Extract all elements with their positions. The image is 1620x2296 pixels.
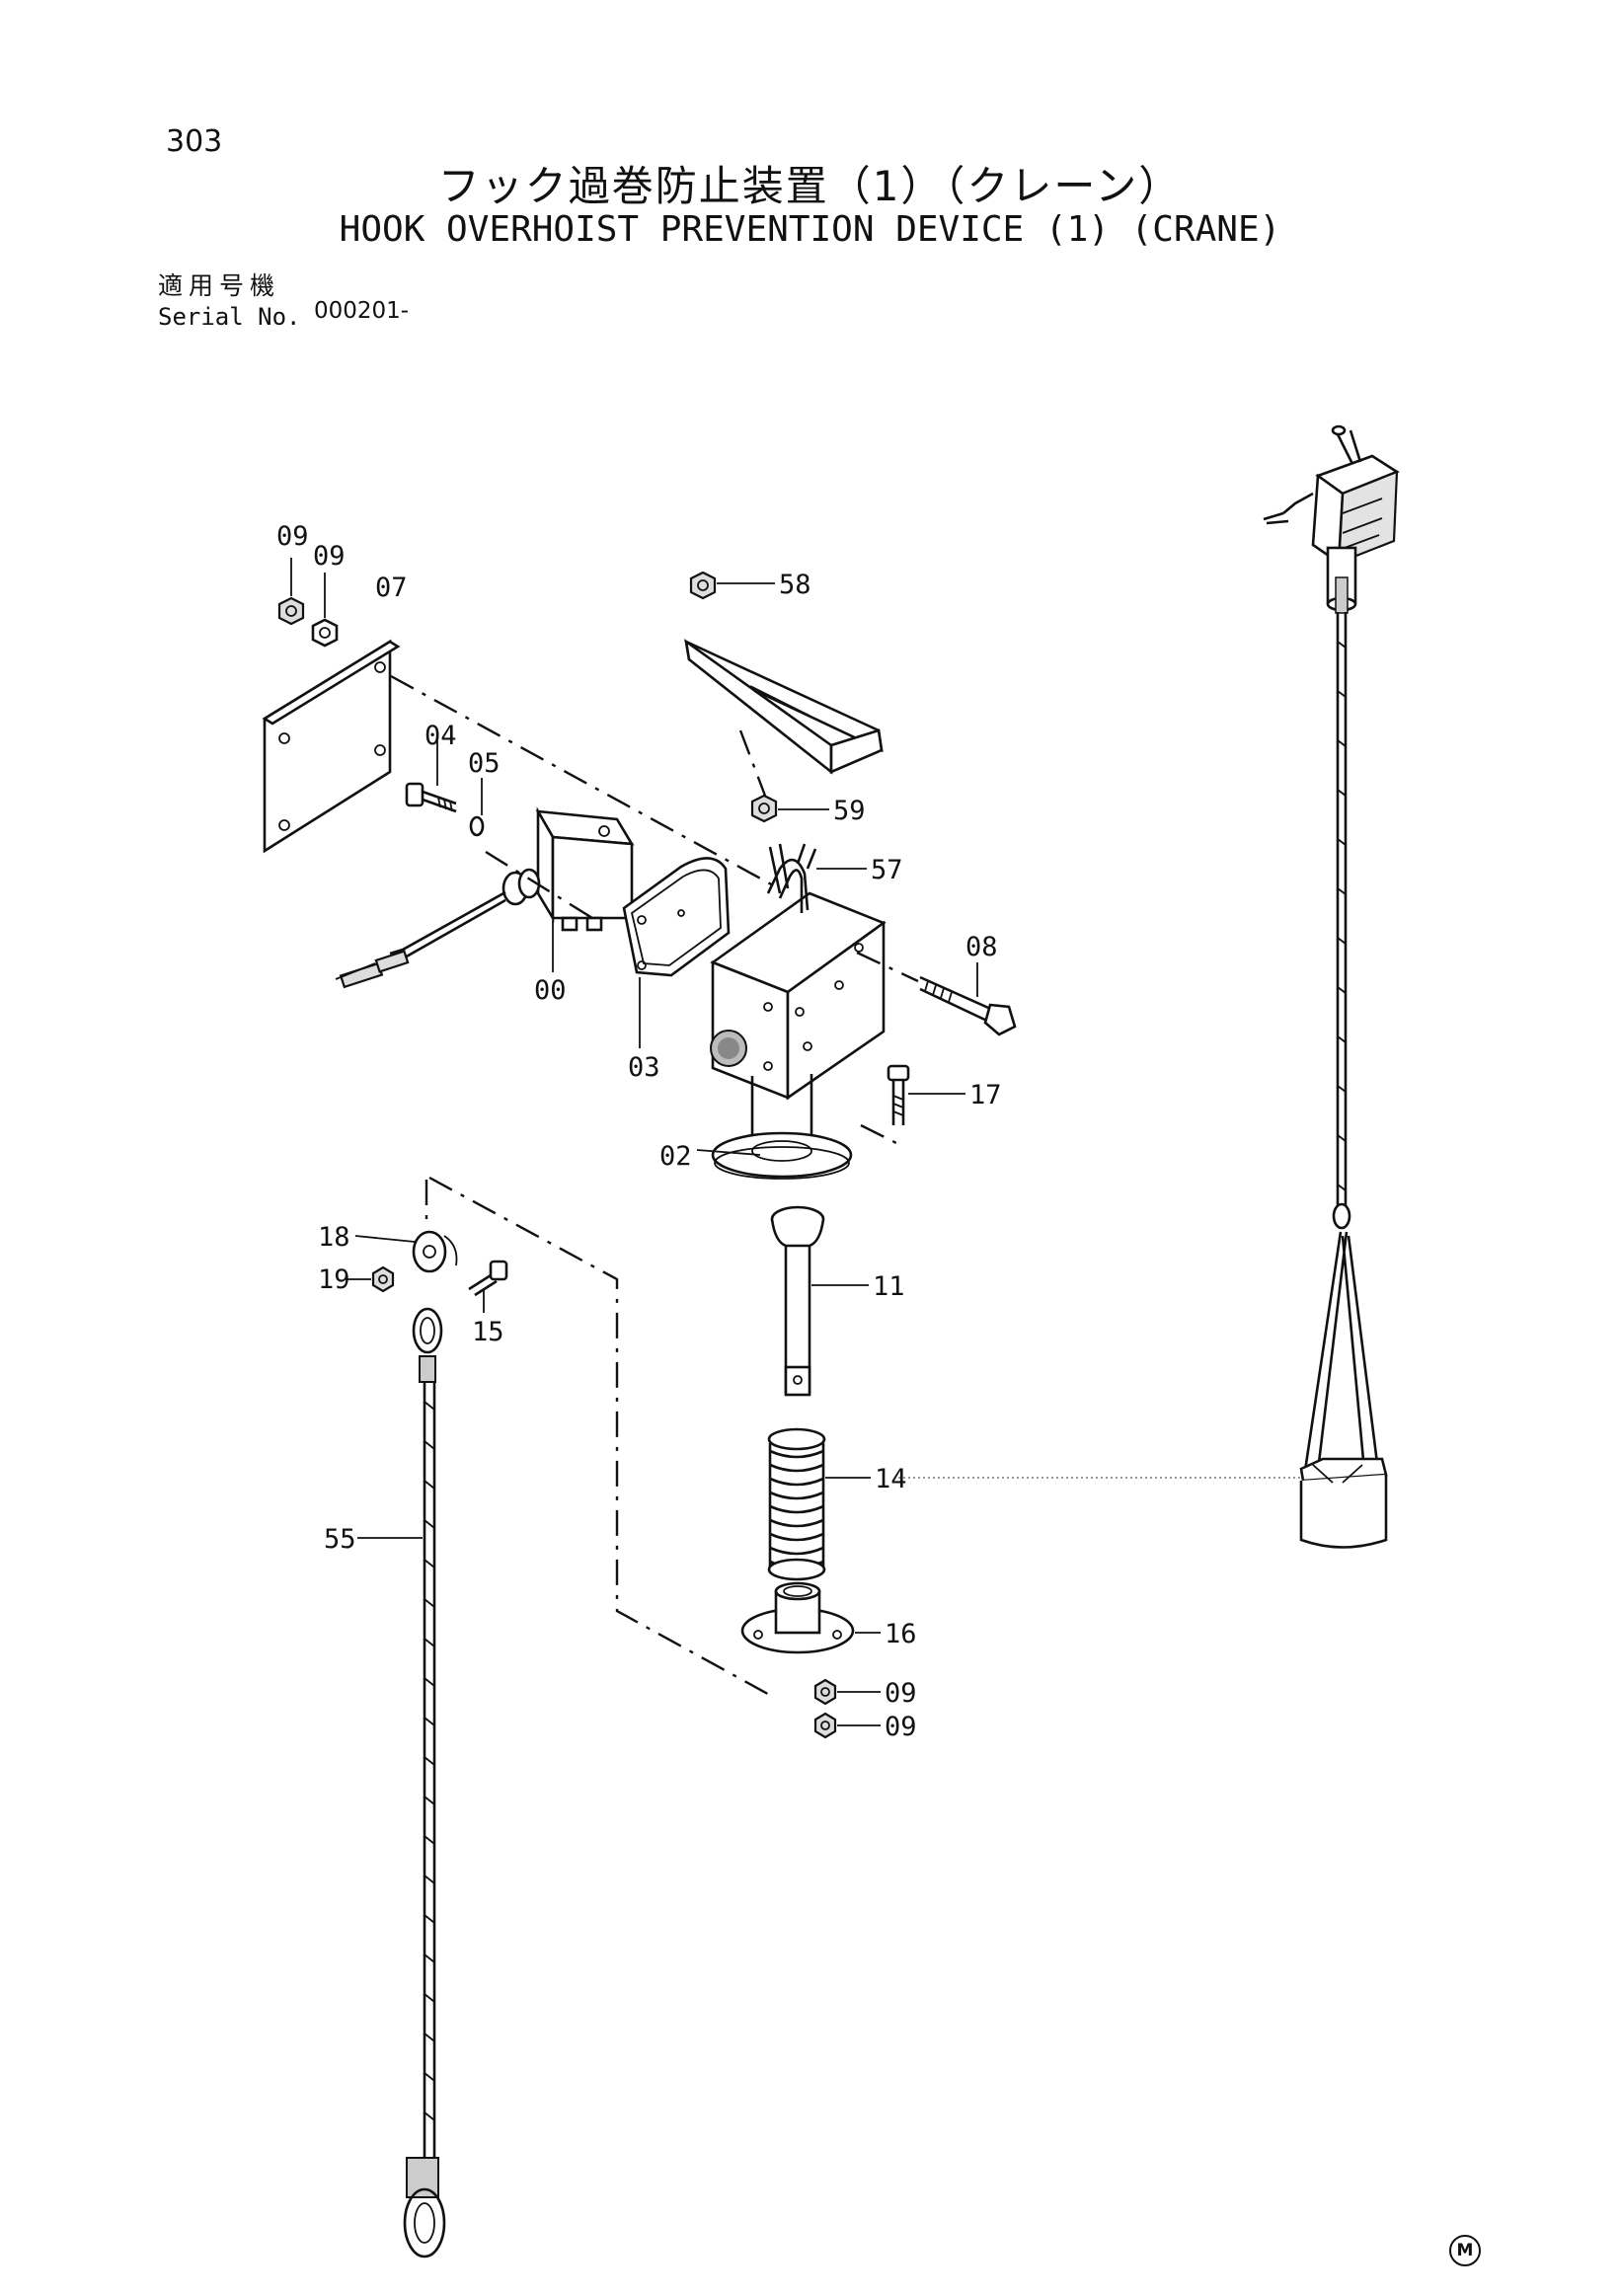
callout-19: 19 [318, 1264, 350, 1295]
part-04-bolt [405, 782, 457, 813]
callout-00: 00 [534, 975, 567, 1006]
part-bracket-body [696, 891, 887, 1180]
callout-09-bottom-b: 09 [885, 1712, 917, 1742]
callout-11: 11 [873, 1271, 905, 1302]
part-59-nut [750, 794, 778, 823]
part-stud [768, 843, 790, 894]
callout-15: 15 [472, 1317, 504, 1347]
callout-02: 02 [659, 1141, 692, 1172]
callout-57: 57 [871, 855, 903, 885]
part-08-bolt [856, 951, 1017, 1036]
callout-59: 59 [833, 796, 866, 826]
callout-04: 04 [424, 721, 457, 751]
part-19-nut [371, 1265, 395, 1293]
part-03-gasket [622, 857, 731, 977]
part-09-nut-bottom-b [813, 1712, 837, 1739]
part-14-spring [767, 1427, 826, 1581]
part-57-u-bolt [766, 843, 817, 913]
callout-18: 18 [318, 1222, 350, 1253]
callout-14: 14 [875, 1464, 907, 1494]
part-18-eye-plate [412, 1230, 458, 1273]
part-09-nut-bottom-a [813, 1678, 837, 1706]
part-17-bolt [887, 1064, 910, 1125]
installed-view-assembly [1263, 424, 1400, 1549]
callout-58: 58 [779, 570, 811, 600]
callout-09-bottom-a: 09 [885, 1678, 917, 1709]
part-09-washer-top [311, 618, 339, 648]
callout-09-top-b: 09 [313, 541, 346, 572]
callout-55: 55 [324, 1524, 356, 1555]
callout-05: 05 [468, 748, 501, 779]
title-japanese: フック過巻防止装置（1）（クレーン） [437, 162, 1183, 210]
m-mark: M [1449, 2235, 1481, 2266]
callout-08: 08 [965, 932, 998, 962]
title-english: HOOK OVERHOIST PREVENTION DEVICE (1) (CR… [339, 209, 1281, 250]
part-58-nut [689, 571, 717, 600]
serial-label-english: Serial No. [158, 303, 301, 331]
part-09-nut-top [277, 596, 305, 626]
part-58-angle-cover [684, 639, 884, 775]
part-55-wire-rope [403, 1307, 446, 2258]
serial-number-value: 000201- [314, 298, 410, 324]
callout-07: 07 [375, 573, 408, 603]
callout-09-top-a: 09 [276, 521, 309, 552]
callout-03: 03 [628, 1052, 660, 1083]
callout-16: 16 [885, 1619, 917, 1649]
part-05-washer [469, 815, 485, 837]
part-15-bolt [468, 1260, 508, 1297]
part-07-mounting-plate [262, 639, 401, 854]
callout-17: 17 [969, 1080, 1002, 1110]
part-00-limit-switch [335, 806, 635, 989]
part-16-spring-seat [740, 1581, 855, 1654]
serial-label-japanese: 適用号機 [158, 271, 281, 300]
part-11-plunger [770, 1205, 825, 1397]
page-number: 303 [166, 124, 223, 159]
